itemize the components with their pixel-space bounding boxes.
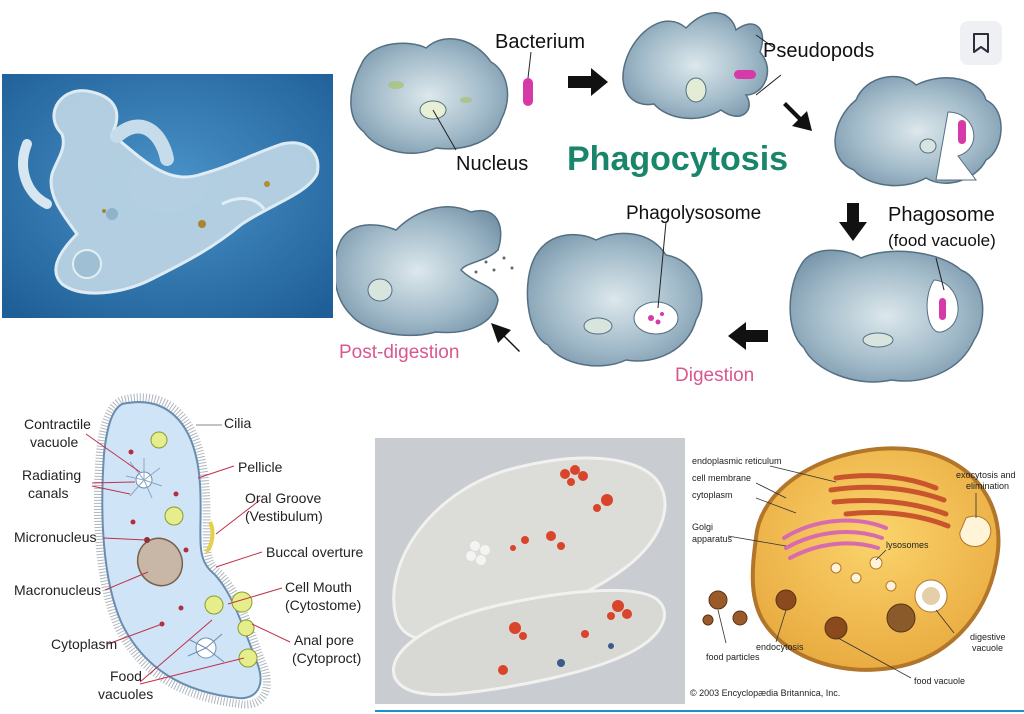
label-cilia: Cilia — [224, 415, 251, 431]
label-cytoplasm-b: cytoplasm — [692, 490, 733, 500]
bookmark-button[interactable] — [960, 21, 1002, 65]
label-cytoplasm: Cytoplasm — [51, 636, 117, 652]
paramecium-photo — [375, 438, 685, 704]
label-anal-pore-1: Anal pore — [294, 632, 354, 648]
label-food-vacuole: (food vacuole) — [888, 231, 996, 250]
stage4-cell — [789, 249, 984, 383]
arrow-right-1 — [568, 68, 608, 96]
label-food-particles: food particles — [706, 652, 760, 662]
arrow-diag-1 — [783, 102, 812, 131]
label-anal-pore-2: (Cytoproct) — [292, 650, 361, 666]
label-golgi-1: Golgi — [692, 522, 713, 532]
arrow-down-1 — [839, 203, 867, 241]
label-oral-groove-1: Oral Groove — [245, 490, 321, 506]
label-golgi-2: apparatus — [692, 534, 733, 544]
stage2-cell — [622, 12, 769, 120]
label-bacterium: Bacterium — [495, 31, 585, 53]
stage5-cell — [526, 232, 703, 367]
stage3-cell — [834, 75, 1002, 187]
label-pellicle: Pellicle — [238, 459, 283, 475]
bottom-accent-line — [375, 710, 1024, 712]
label-digestion: Digestion — [675, 365, 754, 386]
label-food-1: Food — [110, 668, 142, 684]
phagocytosis-diagram: Phagocytosis Bacterium Nucleus Pseudopod… — [336, 12, 1002, 386]
stage6-cell — [336, 206, 514, 337]
label-food-vacuole-b: food vacuole — [914, 676, 965, 686]
label-macronucleus: Macronucleus — [14, 582, 101, 598]
label-exocytosis-2: elimination — [966, 481, 1009, 491]
label-micronucleus: Micronucleus — [14, 529, 96, 545]
britannica-cell-diagram: endoplasmic reticulum cell membrane cyto… — [686, 438, 1024, 704]
label-phagolysosome: Phagolysosome — [626, 203, 761, 224]
bookmark-icon — [973, 33, 989, 53]
label-phagosome: Phagosome — [888, 204, 995, 226]
label-radiating-1: Radiating — [22, 467, 81, 483]
label-cell-membrane: cell membrane — [692, 473, 751, 483]
label-radiating-2: canals — [28, 485, 68, 501]
label-oral-groove-2: (Vestibulum) — [245, 508, 323, 524]
stage1-cell — [350, 38, 509, 154]
amoeba-photo — [2, 74, 333, 318]
title-phagocytosis: Phagocytosis — [567, 140, 788, 178]
label-endoplasmic-reticulum: endoplasmic reticulum — [692, 456, 782, 466]
label-pseudopods: Pseudopods — [763, 40, 874, 62]
label-digestive-1: digestive — [970, 632, 1006, 642]
copyright-text: © 2003 Encyclopædia Britannica, Inc. — [690, 688, 840, 698]
label-lysosomes: lysosomes — [886, 540, 929, 550]
arrow-left-1 — [728, 322, 768, 350]
label-exocytosis-1: exocytosis and — [956, 470, 1016, 480]
contractile-vacuole — [125, 458, 163, 499]
label-food-2: vacuoles — [98, 686, 153, 702]
paramecium-body — [101, 401, 262, 700]
label-cell-mouth-2: (Cytostome) — [285, 597, 361, 613]
anal-pore-structure — [187, 633, 225, 663]
label-digestive-2: vacuole — [972, 643, 1003, 653]
label-contractile-2: vacuole — [30, 434, 78, 450]
paramecium-diagram: Cilia Contractile vacuole Pellicle Radia… — [14, 393, 363, 709]
label-contractile-1: Contractile — [24, 416, 91, 432]
label-nucleus: Nucleus — [456, 153, 528, 175]
bacterium-shape — [523, 78, 533, 106]
label-buccal-overture: Buccal overture — [266, 544, 363, 560]
label-cell-mouth-1: Cell Mouth — [285, 579, 352, 595]
arrow-diag-2 — [491, 323, 520, 352]
label-post-digestion: Post-digestion — [339, 342, 459, 363]
label-endocytosis: endocytosis — [756, 642, 804, 652]
